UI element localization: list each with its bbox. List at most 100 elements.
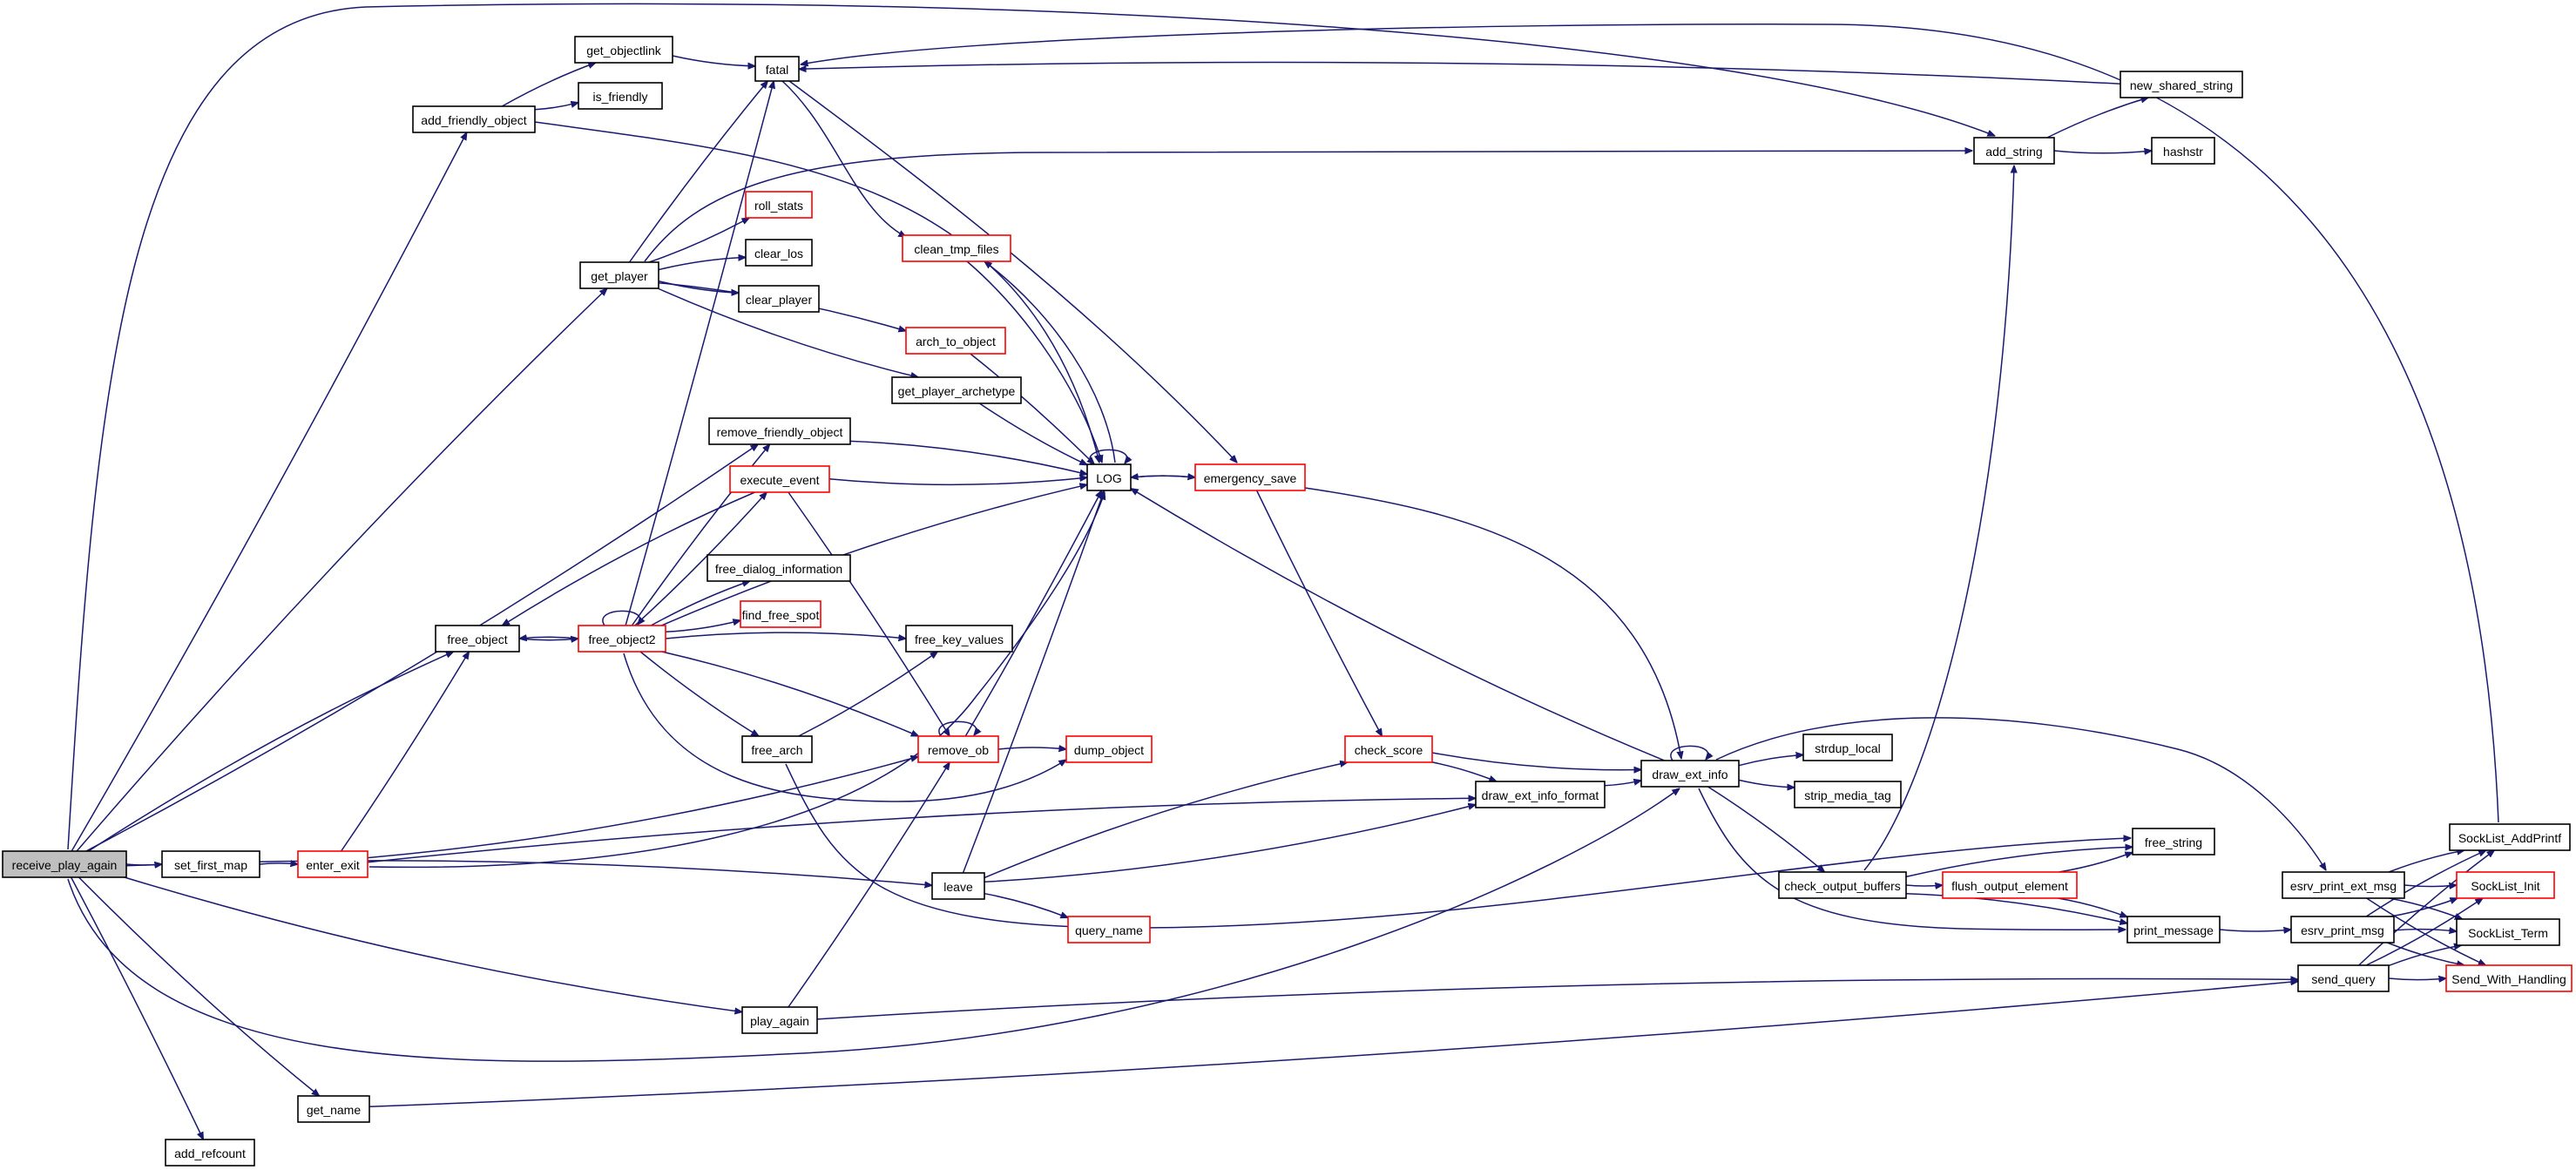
node-label: leave: [943, 880, 973, 894]
node-label: dump_object: [1074, 743, 1144, 757]
edge-esrv_print_msg-to-SockList_Init: [2390, 898, 2458, 917]
node-box: [1942, 871, 2078, 899]
node-box: [1475, 781, 1606, 808]
edge-draw_ext_info-to-draw_ext_info: [1670, 745, 1708, 761]
node-box: [161, 850, 260, 878]
node-send-with-handling[interactable]: Send_With_Handling: [2445, 964, 2573, 992]
node-free-object[interactable]: free_object: [435, 625, 520, 653]
node-box: [745, 191, 813, 219]
node-get-player[interactable]: get_player: [579, 261, 659, 289]
edge-receive_play_again-to-remove_friendly_object: [85, 444, 758, 852]
edge-free_object2-to-remove_ob: [661, 651, 919, 737]
edge-free_object2-to-free_object2: [602, 610, 640, 626]
node-label: free_object2: [588, 632, 655, 646]
edge-free_object-to-free_object2: [518, 639, 578, 640]
node-is-friendly[interactable]: is_friendly: [578, 82, 663, 110]
node-esrv-print-ext-msg[interactable]: esrv_print_ext_msg: [2282, 871, 2405, 899]
node-get-player-archetype[interactable]: get_player_archetype: [891, 376, 1022, 404]
node-dump-object[interactable]: dump_object: [1065, 735, 1153, 763]
node-esrv-print-msg[interactable]: esrv_print_msg: [2290, 916, 2395, 943]
node-box: [1194, 463, 1306, 491]
node-label: get_player: [591, 269, 648, 283]
node-box: [2126, 916, 2221, 943]
node-free-arch[interactable]: free_arch: [741, 735, 813, 763]
node-clear-los[interactable]: clear_los: [745, 239, 813, 267]
node-strip-media-tag[interactable]: strip_media_tag: [1794, 781, 1902, 808]
node-emergency-save[interactable]: emergency_save: [1194, 463, 1306, 491]
node-box: [905, 327, 1006, 355]
node-arch-to-object[interactable]: arch_to_object: [905, 327, 1006, 355]
node-check-output-buffers[interactable]: check_output_buffers: [1778, 871, 1907, 899]
node-label: free_arch: [751, 743, 802, 757]
node-box: [741, 1006, 818, 1034]
edge-get_player-to-add_string: [644, 151, 1972, 262]
node-roll-stats[interactable]: roll_stats: [745, 191, 813, 219]
node-send-query[interactable]: send_query: [2297, 964, 2390, 992]
node-print-message[interactable]: print_message: [2126, 916, 2221, 943]
edge-send_query-to-SockList_Init: [2365, 898, 2483, 966]
node-draw-ext-info[interactable]: draw_ext_info: [1640, 760, 1740, 788]
node-label: arch_to_object: [916, 335, 996, 348]
node-query-name[interactable]: query_name: [1067, 916, 1151, 943]
node-label: print_message: [2133, 923, 2214, 937]
node-box: [1802, 734, 1893, 761]
node-label: free_object: [447, 632, 507, 646]
edge-get_player-to-roll_stats: [648, 218, 749, 263]
node-fatal[interactable]: fatal: [754, 56, 800, 82]
node-label: SockList_Init: [2471, 879, 2539, 893]
edge-add_string-to-hashstr: [2053, 151, 2152, 153]
node-execute-event[interactable]: execute_event: [729, 465, 830, 493]
node-remove-friendly-object[interactable]: remove_friendly_object: [708, 417, 851, 445]
node-strdup-local[interactable]: strdup_local: [1802, 734, 1893, 761]
node-set-first-map[interactable]: set_first_map: [161, 850, 260, 878]
node-label: check_output_buffers: [1784, 879, 1901, 893]
node-clean-tmp-files[interactable]: clean_tmp_files: [902, 234, 1011, 262]
node-play-again[interactable]: play_again: [741, 1006, 818, 1034]
node-box: [740, 600, 821, 628]
edge-leave-to-LOG: [962, 490, 1105, 874]
node-add-friendly-object[interactable]: add_friendly_object: [412, 105, 536, 133]
node-label: clear_los: [754, 247, 803, 260]
node-remove-ob[interactable]: remove_ob: [917, 735, 999, 763]
edge-enter_exit-to-LOG: [368, 492, 1105, 869]
node-free-dialog-information[interactable]: free_dialog_information: [707, 554, 851, 582]
node-flush-output-element[interactable]: flush_output_element: [1942, 871, 2078, 899]
node-receive-play-again[interactable]: receive_play_again: [2, 850, 127, 878]
node-enter-exit[interactable]: enter_exit: [297, 850, 368, 878]
node-socklist-addprintf[interactable]: SockList_AddPrintf: [2449, 823, 2571, 851]
node-box: [2445, 964, 2573, 992]
node-get-objectlink[interactable]: get_objectlink: [574, 36, 673, 64]
node-socklist-term[interactable]: SockList_Term: [2456, 918, 2560, 946]
node-check-score[interactable]: check_score: [1344, 735, 1433, 763]
edge-esrv_print_msg-to-SockList_AddPrintf: [2365, 850, 2486, 917]
node-clear-player[interactable]: clear_player: [738, 285, 820, 313]
node-hashstr[interactable]: hashstr: [2151, 137, 2215, 165]
node-get-name[interactable]: get_name: [297, 1095, 370, 1123]
edge-get_player-to-fatal: [628, 81, 768, 263]
node-log[interactable]: LOG: [1086, 463, 1132, 491]
node-find-free-spot[interactable]: find_free_spot: [740, 600, 821, 628]
edge-execute_event-to-LOG: [828, 477, 1087, 486]
node-label: free_string: [2145, 835, 2202, 849]
edge-add_friendly_object-to-LOG: [534, 121, 1099, 463]
node-box: [412, 105, 536, 133]
node-add-refcount[interactable]: add_refcount: [165, 1139, 255, 1167]
node-box: [297, 850, 368, 878]
node-label: add_friendly_object: [421, 113, 527, 127]
edge-new_shared_string-to-fatal: [799, 61, 2121, 85]
node-free-object2[interactable]: free_object2: [578, 625, 666, 653]
node-free-key-values[interactable]: free_key_values: [905, 625, 1013, 653]
node-box: [2297, 964, 2390, 992]
node-leave[interactable]: leave: [931, 872, 985, 900]
node-draw-ext-info-format[interactable]: draw_ext_info_format: [1475, 781, 1606, 808]
node-new-shared-string[interactable]: new_shared_string: [2120, 71, 2243, 98]
node-label: find_free_spot: [742, 608, 820, 622]
node-socklist-init[interactable]: SockList_Init: [2456, 871, 2555, 899]
node-add-string[interactable]: add_string: [1973, 137, 2055, 165]
node-label: hashstr: [2163, 145, 2203, 159]
node-box: [1065, 735, 1153, 763]
node-free-string[interactable]: free_string: [2132, 828, 2215, 856]
edge-enter_exit-to-draw_ext_info_format: [367, 798, 1476, 863]
edge-draw_ext_info-to-esrv_print_ext_msg: [1715, 717, 2326, 870]
edge-SockList_AddPrintf-to-fatal: [801, 24, 2499, 823]
